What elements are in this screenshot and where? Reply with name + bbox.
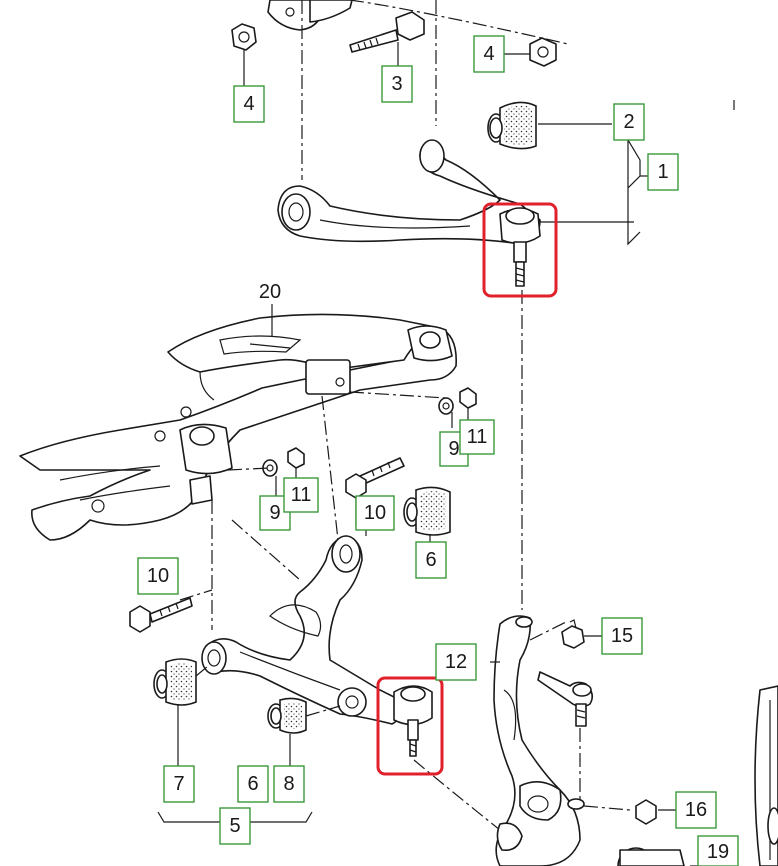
bushing-8 [267,697,307,734]
tie-rod-end [537,671,594,727]
svg-text:4: 4 [243,93,254,115]
callout-4-right: 4 [473,35,505,73]
bushing-2 [487,101,537,150]
svg-text:12: 12 [445,651,467,673]
subframe-hardware [262,387,477,536]
svg-text:5: 5 [229,815,240,837]
svg-text:15: 15 [611,625,633,647]
callout-19: 19 [697,835,739,866]
callout-10-upper: 10 [355,495,395,531]
svg-text:1: 1 [657,161,668,183]
knuckle-hardware [561,625,657,825]
svg-text:10: 10 [364,502,386,524]
svg-text:9: 9 [269,502,280,524]
wheel-bearing-19 [617,685,778,866]
callout-3: 3 [381,65,413,103]
upper-ball-joint [499,207,541,287]
lower-ball-joint [393,685,433,757]
upper-control-arm [277,139,541,245]
callout-16: 16 [675,791,717,829]
highlight-lower-ball-joint [376,676,444,776]
lower-hardware [129,597,307,734]
callout-10-lower: 10 [137,557,179,595]
callout-6-upper: 6 [415,541,447,579]
bolt-10-upper [345,457,405,499]
svg-text:11: 11 [291,484,312,506]
highlight-upper-ball-joint [482,202,558,298]
svg-text:19: 19 [707,841,729,863]
bushing-6-upper [403,486,451,536]
callout-11-lower: 11 [283,477,319,513]
svg-text:6: 6 [425,549,436,571]
bushing-7 [153,658,197,706]
svg-text:11: 11 [467,426,488,448]
svg-text:4: 4 [483,43,494,65]
callout-11-upper: 11 [459,419,495,455]
callout-5: 5 [219,807,251,845]
callout-1: 1 [647,153,679,191]
upper-mount-parts [231,0,557,287]
bolt-3 [349,11,425,53]
svg-text:10: 10 [147,565,169,587]
svg-text:20: 20 [259,281,281,303]
subframe [19,313,457,541]
upper-lines [243,0,648,610]
svg-text:6: 6 [247,773,258,795]
callout-15: 15 [601,617,643,655]
callout-7: 7 [163,765,195,803]
bolt-10-lower [129,597,193,633]
svg-text:7: 7 [173,773,184,795]
lower-control-arm [201,535,402,725]
callout-8: 8 [273,765,305,803]
svg-text:2: 2 [623,111,634,133]
callout-12: 12 [435,643,477,681]
callout-6-lower: 6 [237,765,269,803]
svg-text:16: 16 [685,799,707,821]
svg-text:3: 3 [391,73,402,95]
steering-knuckle [493,615,581,866]
callout-20: 20 [259,281,281,303]
callout-2: 2 [613,103,645,141]
callout-4-left: 4 [233,85,265,123]
svg-text:8: 8 [283,773,294,795]
svg-text:9: 9 [448,438,459,460]
